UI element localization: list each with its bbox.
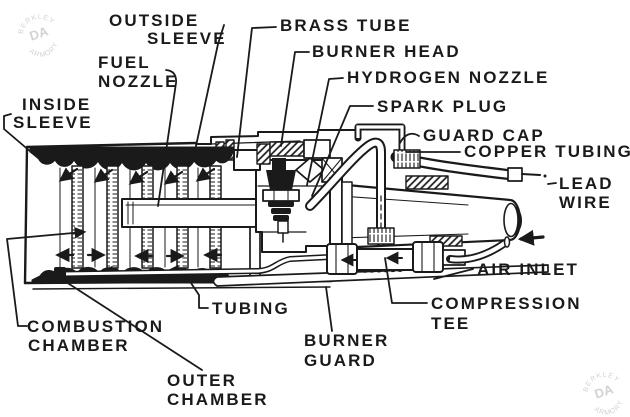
label-fuel-nozzle-line2: NOZZLE <box>98 72 179 91</box>
combustion-chamber-leader <box>6 227 87 327</box>
burner-guard-leader <box>325 286 333 332</box>
fuel-tubing-line <box>54 254 333 278</box>
label-copper-tubing: COPPER TUBING <box>464 142 630 161</box>
label-inside-sleeve-line2: SLEEVE <box>13 113 93 132</box>
burner-head-leader <box>280 51 310 147</box>
watermark-center-text: DA <box>593 381 616 401</box>
label-hydrogen-nozzle: HYDROGEN NOZZLE <box>347 68 549 87</box>
leader-lines <box>3 24 557 371</box>
hydrogen-supply-line <box>305 137 395 247</box>
hydrogen-nozzle-leader <box>306 77 344 186</box>
guard-cap-part <box>354 123 406 162</box>
outer-chamber-leader <box>62 279 203 371</box>
label-outer-chamber-line2: CHAMBER <box>167 390 269 409</box>
label-outer-chamber-line1: OUTER <box>167 371 237 390</box>
tubing-leader <box>186 276 209 309</box>
label-tubing: TUBING <box>212 299 290 318</box>
guard-cap-leader <box>399 132 420 144</box>
label-burner-guard-line1: BURNER <box>304 331 389 350</box>
label-brass-tube: BRASS TUBE <box>280 16 412 35</box>
spark-plug-leader <box>311 105 374 197</box>
labels: INSIDE SLEEVE OUTSIDE SLEEVE FUEL NOZZLE… <box>13 11 630 409</box>
label-combustion-chamber-line1: COMBUSTION <box>27 317 164 336</box>
label-fuel-nozzle-line1: FUEL <box>98 53 151 72</box>
spark-plug-part <box>262 158 300 243</box>
label-guard-cap: GUARD CAP <box>423 126 545 145</box>
watermark-stamp-top-left: DA BERKLEY ARMORY <box>14 9 63 64</box>
label-burner-guard-line2: GUARD <box>304 351 377 370</box>
label-air-inlet: AIR INLET <box>477 260 579 279</box>
watermark-center-text: DA <box>28 23 51 43</box>
compression-tee-part <box>326 241 466 275</box>
air-inlet-part <box>446 229 545 264</box>
label-compression-tee-line2: TEE <box>431 314 470 333</box>
burner-guard-bar <box>212 264 549 287</box>
compression-tee-leader <box>384 257 428 304</box>
label-outside-sleeve-line2: SLEEVE <box>147 29 227 48</box>
watermark-stamp-bottom-right: DA BERKLEY ARMORY <box>579 367 628 417</box>
copper-tubing-part <box>390 149 523 190</box>
brass-tube-leader <box>236 26 277 158</box>
label-inside-sleeve-line1: INSIDE <box>22 95 91 114</box>
label-lead-wire-line1: LEAD <box>559 174 614 193</box>
label-spark-plug: SPARK PLUG <box>377 97 508 116</box>
outside-sleeve-leader <box>195 24 225 147</box>
lead-wire-part <box>521 173 547 178</box>
lead-wire-leader <box>547 182 557 185</box>
air-inlet-leader <box>433 268 474 280</box>
fuel-nozzle-leader <box>157 69 177 207</box>
label-outside-sleeve-line1: OUTSIDE <box>109 11 199 30</box>
label-lead-wire-line2: WIRE <box>559 193 612 212</box>
label-burner-head: BURNER HEAD <box>312 42 461 61</box>
label-compression-tee-line1: COMPRESSION <box>431 294 582 313</box>
inside-sleeve-leader <box>3 113 39 159</box>
air-flow-arrow <box>517 229 545 246</box>
label-combustion-chamber-line2: CHAMBER <box>28 336 130 355</box>
